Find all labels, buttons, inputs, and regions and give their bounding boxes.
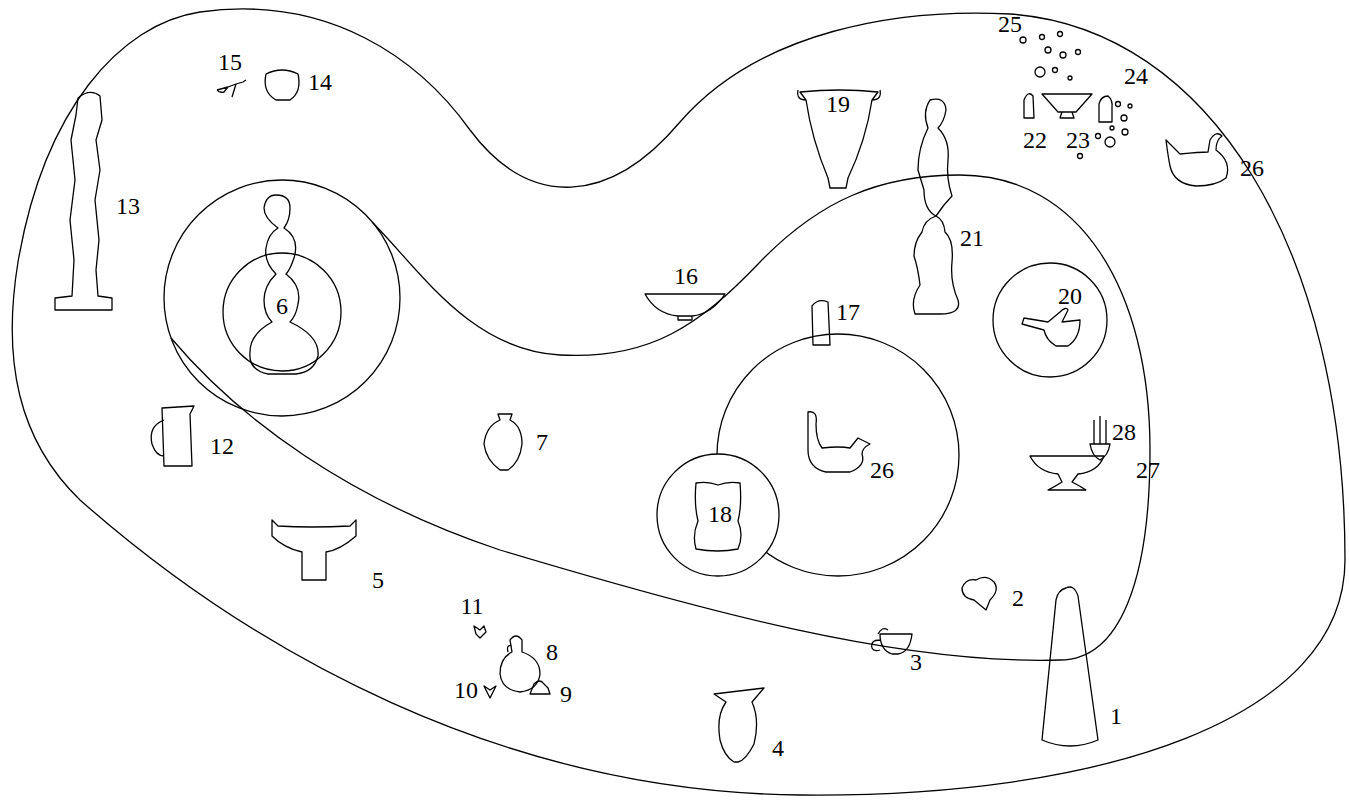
callout-number: 19: [826, 92, 850, 116]
callout-number: 9: [560, 682, 572, 706]
bead: [1128, 104, 1132, 108]
bead: [1040, 35, 1045, 40]
callout-number: 7: [536, 430, 548, 454]
figure: [645, 294, 725, 320]
callout-number: 27: [1136, 458, 1160, 482]
bead: [1068, 76, 1072, 80]
callout-number: 28: [1112, 420, 1136, 444]
bead: [1110, 126, 1114, 130]
callout-number: 26: [1240, 156, 1264, 180]
outer-outline: [12, 9, 1345, 795]
figure: [1099, 96, 1112, 122]
callout-number: 3: [910, 650, 922, 674]
figure: [484, 414, 522, 470]
figure: [714, 688, 764, 762]
inner-outline: [171, 175, 1150, 660]
bead: [1058, 32, 1063, 37]
figure: [1166, 134, 1228, 186]
callout-number: 21: [960, 226, 984, 250]
bead: [1076, 50, 1081, 55]
figure: [1024, 94, 1034, 118]
figure: [530, 681, 550, 694]
figure: [484, 686, 496, 698]
figure: [918, 99, 952, 216]
figure: [55, 92, 112, 310]
callout-number: 14: [308, 70, 332, 94]
bead: [1020, 37, 1026, 43]
callout-number: 23: [1066, 128, 1090, 152]
figure: [798, 90, 881, 188]
figure: [474, 626, 486, 638]
figure: [250, 195, 318, 374]
callout-number: 22: [1023, 128, 1047, 152]
figure: [1042, 94, 1092, 118]
callout-number: 20: [1058, 284, 1082, 308]
bead: [1078, 154, 1083, 159]
figure: [962, 577, 996, 610]
callout-number: 1: [1110, 704, 1122, 728]
callout-number: 15: [218, 50, 242, 74]
circle-outline: [657, 454, 779, 576]
figure: [272, 520, 356, 580]
figure: [1042, 587, 1098, 746]
figure: [694, 482, 741, 551]
callout-number: 26: [870, 458, 894, 482]
figure: [1022, 308, 1080, 346]
callout-number: 18: [708, 502, 732, 526]
callout-number: 4: [772, 736, 784, 760]
inner-lobe: [164, 180, 400, 416]
circle-outline: [223, 253, 341, 371]
callout-number: 17: [836, 300, 860, 324]
callout-number: 5: [372, 568, 384, 592]
enclosure-circle: 6: [222, 252, 342, 372]
callout-number: 11: [460, 594, 483, 618]
figure: [265, 70, 299, 100]
figure: [808, 412, 870, 472]
callout-number: 24: [1124, 64, 1148, 88]
enclosure-circle: 18: [656, 453, 780, 577]
bead: [1122, 129, 1128, 135]
bead: [1060, 52, 1066, 58]
bead: [1105, 137, 1115, 147]
bead: [1035, 67, 1045, 77]
figure: [151, 406, 194, 466]
figure: [913, 216, 958, 314]
bead: [1045, 47, 1051, 53]
bead: [1121, 115, 1127, 121]
figure: [1030, 456, 1104, 490]
bead: [1096, 134, 1101, 139]
circle-outline: [992, 262, 1108, 378]
bead: [1053, 68, 1058, 73]
callout-number: 16: [674, 264, 698, 288]
circle-outline: [993, 263, 1107, 377]
enclosure-circle: 20: [992, 262, 1108, 378]
callout-number: 6: [276, 294, 288, 318]
callout-number: 8: [546, 640, 558, 664]
bead: [1116, 102, 1121, 107]
figure: [1090, 416, 1110, 460]
callout-number: 12: [210, 434, 234, 458]
callout-number: 10: [454, 678, 478, 702]
callout-number: 25: [998, 12, 1022, 36]
callout-number: 2: [1012, 586, 1024, 610]
figure: [872, 629, 912, 654]
figure: [217, 80, 246, 97]
figure: [812, 301, 830, 345]
callout-number: 13: [116, 194, 140, 218]
